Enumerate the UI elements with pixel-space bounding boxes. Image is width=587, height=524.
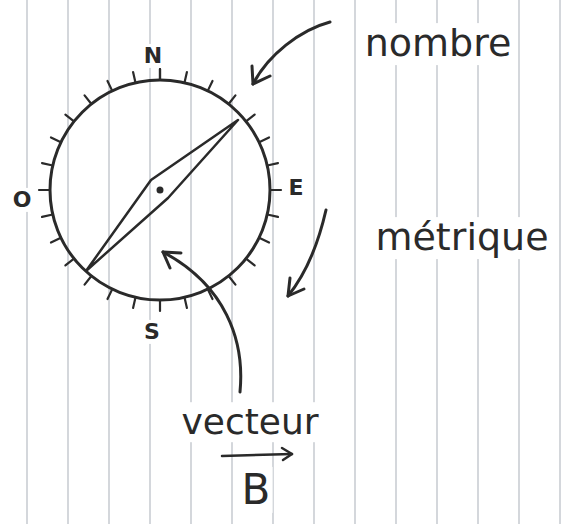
paper-rule [149,0,150,524]
dial-tick [267,214,278,216]
dial-tick [267,163,278,165]
paper-rule [559,0,560,524]
dial-tick [51,138,61,143]
dial-tick [42,214,53,216]
paper-rule [477,0,478,524]
dial-tick [39,189,50,191]
dial-tick [229,276,236,285]
arrow-head [282,448,292,460]
paper-rule [436,0,437,524]
paper-rule [395,0,396,524]
dial-tick [184,72,186,83]
arrow-head [163,252,181,268]
dial-tick [184,297,186,308]
dial-tick [133,297,135,308]
dial-tick [259,238,269,243]
dial-tick [85,95,92,104]
leader-arrows [163,22,330,460]
dial-tick [85,276,92,285]
vector-symbol: B [240,467,273,513]
cardinal-letter: S [142,320,162,344]
callout-label: nombre [363,23,514,65]
paper-rule [108,0,109,524]
paper-rule [354,0,355,524]
paper-rule [190,0,191,524]
vector-arrow [222,454,292,456]
dial-tick [246,115,255,122]
cardinal-letter: E [286,176,305,200]
callout-label: métrique [373,217,550,259]
dial-tick [259,137,269,142]
paper-rule [272,0,273,524]
paper-rule [231,0,232,524]
dial-tick [208,81,213,91]
dial-ticks [39,69,281,311]
dial-tick [65,259,74,266]
dial-tick [159,69,161,80]
paper-rule [313,0,314,524]
paper-rule [518,0,519,524]
paper-rule [26,0,27,524]
compass-dial [50,80,270,300]
dial-tick [159,69,161,80]
leader-line [253,22,330,84]
dial-tick [133,72,135,83]
cardinal-letter: O [11,188,34,212]
paper-rules [27,0,560,524]
compass-needle [86,120,238,271]
arrow-head [252,66,270,84]
arrow-head [288,278,304,296]
dial-tick [51,238,61,243]
dial-tick [65,115,74,122]
dial-tick [229,95,236,104]
dial-tick [107,81,112,91]
dial-tick [159,300,161,311]
dial-tick [108,289,113,299]
dial-tick [246,259,255,266]
leader-line [288,210,326,296]
compass [39,69,281,311]
callout-label: vecteur [179,402,320,442]
needle-pivot [158,188,162,192]
dial-tick [42,163,53,165]
cardinal-letter: N [142,44,164,68]
dial-tick [270,189,281,191]
leader-line [163,252,241,392]
